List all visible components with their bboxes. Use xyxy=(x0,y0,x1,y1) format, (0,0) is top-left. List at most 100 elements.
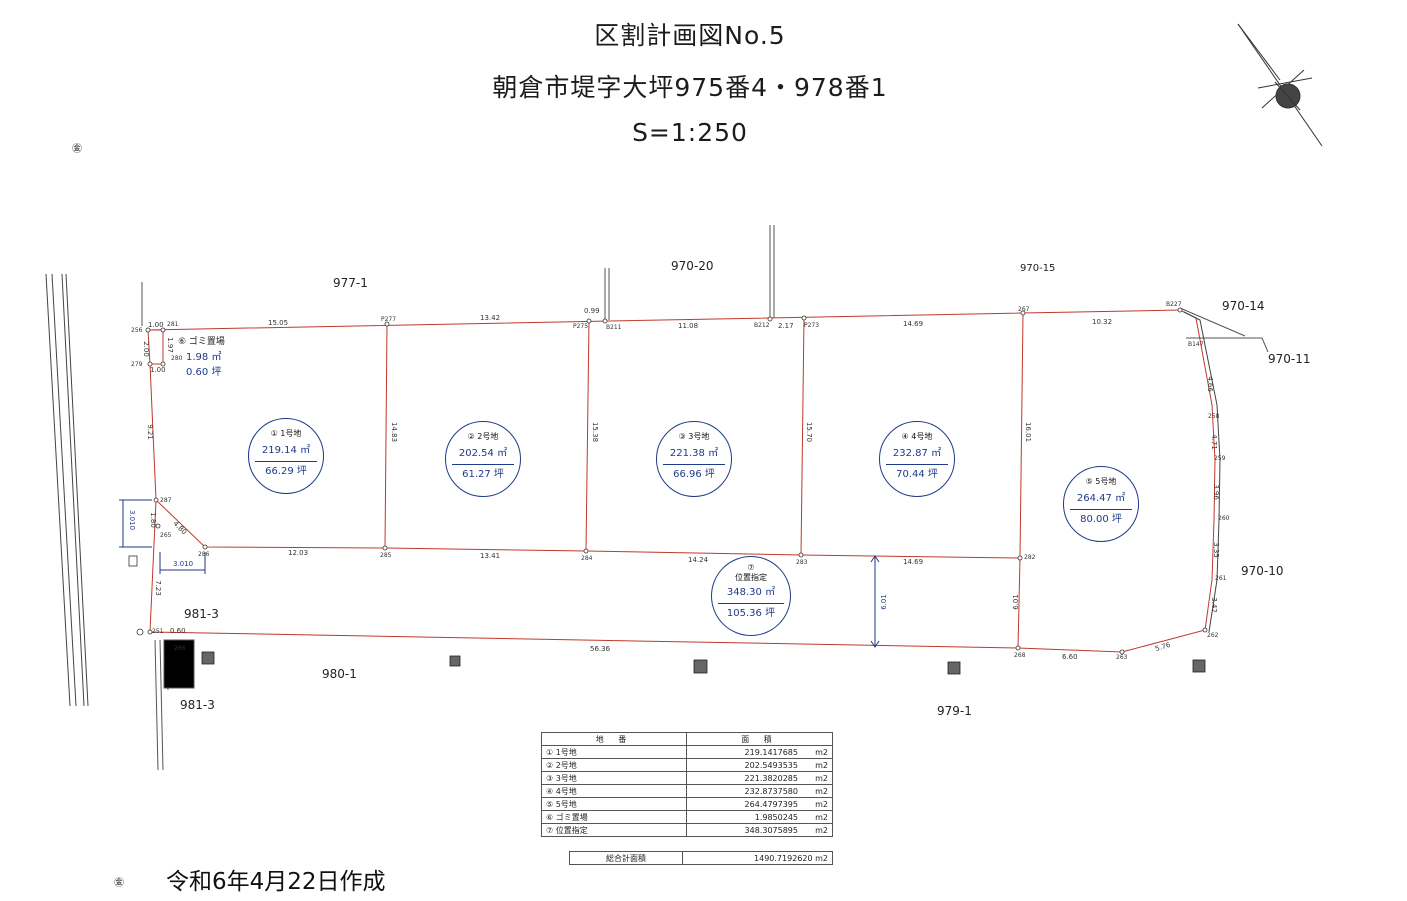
neighbor-970-20: 970-20 xyxy=(671,259,714,273)
lot-5-label: ⑤ 5号地 264.47 ㎡ 80.00 坪 xyxy=(1063,466,1139,542)
dim-right-2: 4.71 xyxy=(1209,434,1218,450)
dim-mid-4: 14.69 xyxy=(903,558,924,566)
point-p275: P275 xyxy=(573,323,589,330)
point-262: 262 xyxy=(1207,632,1219,639)
lot-7-label: ⑦ 位置指定 348.30 ㎡ 105.36 坪 xyxy=(711,556,791,636)
table-header-lot: 地 番 xyxy=(541,732,687,746)
lot-5-name: ⑤ 5号地 xyxy=(1085,477,1117,486)
lot-5-tsubo: 80.00 坪 xyxy=(1080,514,1122,525)
dim-mid-3: 14.24 xyxy=(688,556,709,564)
neighbor-981-3-upper: 981-3 xyxy=(184,607,219,621)
total-area-value: 1490.7192620 m2 xyxy=(682,851,833,865)
point-b147: B147 xyxy=(1188,341,1204,348)
lot-7-name: ⑦ 位置指定 xyxy=(735,563,767,582)
point-263: 263 xyxy=(1116,654,1128,661)
plan-title: 区割計画図No.5 xyxy=(594,21,786,50)
point-285: 285 xyxy=(380,552,392,559)
garbage-tsubo: 0.60 坪 xyxy=(186,367,222,378)
dim-right-3: 3.96 xyxy=(1211,484,1220,500)
lot-3-area: 221.38 ㎡ xyxy=(663,448,725,465)
lot-boundaries xyxy=(147,309,1221,653)
neighbor-970-11: 970-11 xyxy=(1268,352,1311,366)
dim-div-1: 14.83 xyxy=(390,421,399,443)
lot-3-name: ③ 3号地 xyxy=(678,432,710,441)
dim-corner-vertical: 3.010 xyxy=(128,509,137,531)
point-268: 268 xyxy=(1014,652,1026,659)
dim-mid-2: 13.41 xyxy=(480,552,501,560)
dim-top-2: 13.42 xyxy=(480,314,501,322)
dim-left-4: 0.60 xyxy=(170,627,186,635)
dim-top-4: 11.08 xyxy=(678,322,699,330)
side-mark: ㊎ xyxy=(72,144,82,155)
road-lines xyxy=(45,273,89,707)
point-260: 260 xyxy=(1218,515,1230,522)
dim-bottom-1: 56.36 xyxy=(590,645,611,653)
plan-location: 朝倉市堤字大坪975番4・978番1 xyxy=(492,73,888,102)
lot-3-tsubo: 66.96 坪 xyxy=(673,469,715,480)
lot-7-tsubo: 105.36 坪 xyxy=(726,608,776,619)
point-266: 266 xyxy=(174,645,186,652)
lot-3-label: ③ 3号地 221.38 ㎡ 66.96 坪 xyxy=(656,421,732,497)
point-284: 284 xyxy=(581,555,593,562)
table-header-area: 面 積 xyxy=(686,732,833,746)
plan-scale: S=1:250 xyxy=(632,118,748,147)
lot-4-name: ④ 4号地 xyxy=(901,432,933,441)
neighbor-970-10: 970-10 xyxy=(1241,564,1284,578)
point-p273: P273 xyxy=(804,322,820,329)
lot-4-label: ④ 4号地 232.87 ㎡ 70.44 坪 xyxy=(879,421,955,497)
point-267: 267 xyxy=(1018,306,1030,313)
point-280: 280 xyxy=(171,355,183,362)
point-b212: B212 xyxy=(754,322,770,329)
point-282: 282 xyxy=(1024,554,1036,561)
lot-2-name: ② 2号地 xyxy=(467,432,499,441)
point-259: 259 xyxy=(1214,455,1226,462)
neighbor-981-3-lower: 981-3 xyxy=(180,698,215,712)
lot-1-area: 219.14 ㎡ xyxy=(255,445,317,462)
dim-left-1: 9.21 xyxy=(145,424,154,440)
total-area-table: 総合計面積 1490.7192620 m2 xyxy=(569,851,833,865)
point-b227: B227 xyxy=(1166,301,1182,308)
garbage-name: ⑥ ゴミ置場 xyxy=(178,337,225,347)
lot-2-tsubo: 61.27 坪 xyxy=(462,469,504,480)
lot-7-area: 348.30 ㎡ xyxy=(718,587,784,604)
point-p277: P277 xyxy=(381,316,397,323)
north-arrow-icon xyxy=(1237,23,1323,147)
point-265: 265 xyxy=(160,532,172,539)
dim-garbage-right: 1.97 xyxy=(165,337,174,353)
dim-left-2: 1.80 xyxy=(148,512,157,528)
dim-div-4: 16.01 xyxy=(1024,421,1033,443)
dim-top-1: 15.05 xyxy=(268,319,289,327)
dim-left-3: 7.23 xyxy=(153,580,162,596)
footer-mark: ㊎ xyxy=(114,878,124,889)
point-251: 251 xyxy=(152,628,164,635)
point-261: 261 xyxy=(1215,575,1227,582)
lot-1-name: ① 1号地 xyxy=(270,429,302,438)
point-287: 287 xyxy=(160,497,172,504)
point-283: 283 xyxy=(796,559,808,566)
dim-right-5: 3.42 xyxy=(1209,597,1218,613)
dim-right-1: 4.66 xyxy=(1205,376,1214,392)
dim-top-6: 14.69 xyxy=(903,320,924,328)
neighbor-980-1: 980-1 xyxy=(322,667,357,681)
lot-5-area: 264.47 ㎡ xyxy=(1070,493,1132,510)
dim-mid-1: 12.03 xyxy=(288,549,309,557)
point-258: 258 xyxy=(1208,413,1220,420)
dim-div-3: 15.70 xyxy=(805,421,814,443)
neighbor-977-1: 977-1 xyxy=(333,276,368,290)
lot-1-label: ① 1号地 219.14 ㎡ 66.29 坪 xyxy=(248,418,324,494)
neighbor-970-14: 970-14 xyxy=(1222,299,1265,313)
neighbor-979-1: 979-1 xyxy=(937,704,972,718)
point-286: 286 xyxy=(198,551,210,558)
lot-4-area: 232.87 ㎡ xyxy=(886,448,948,465)
point-256: 256 xyxy=(131,327,143,334)
point-279: 279 xyxy=(131,361,143,368)
lot-1-tsubo: 66.29 坪 xyxy=(265,466,307,477)
